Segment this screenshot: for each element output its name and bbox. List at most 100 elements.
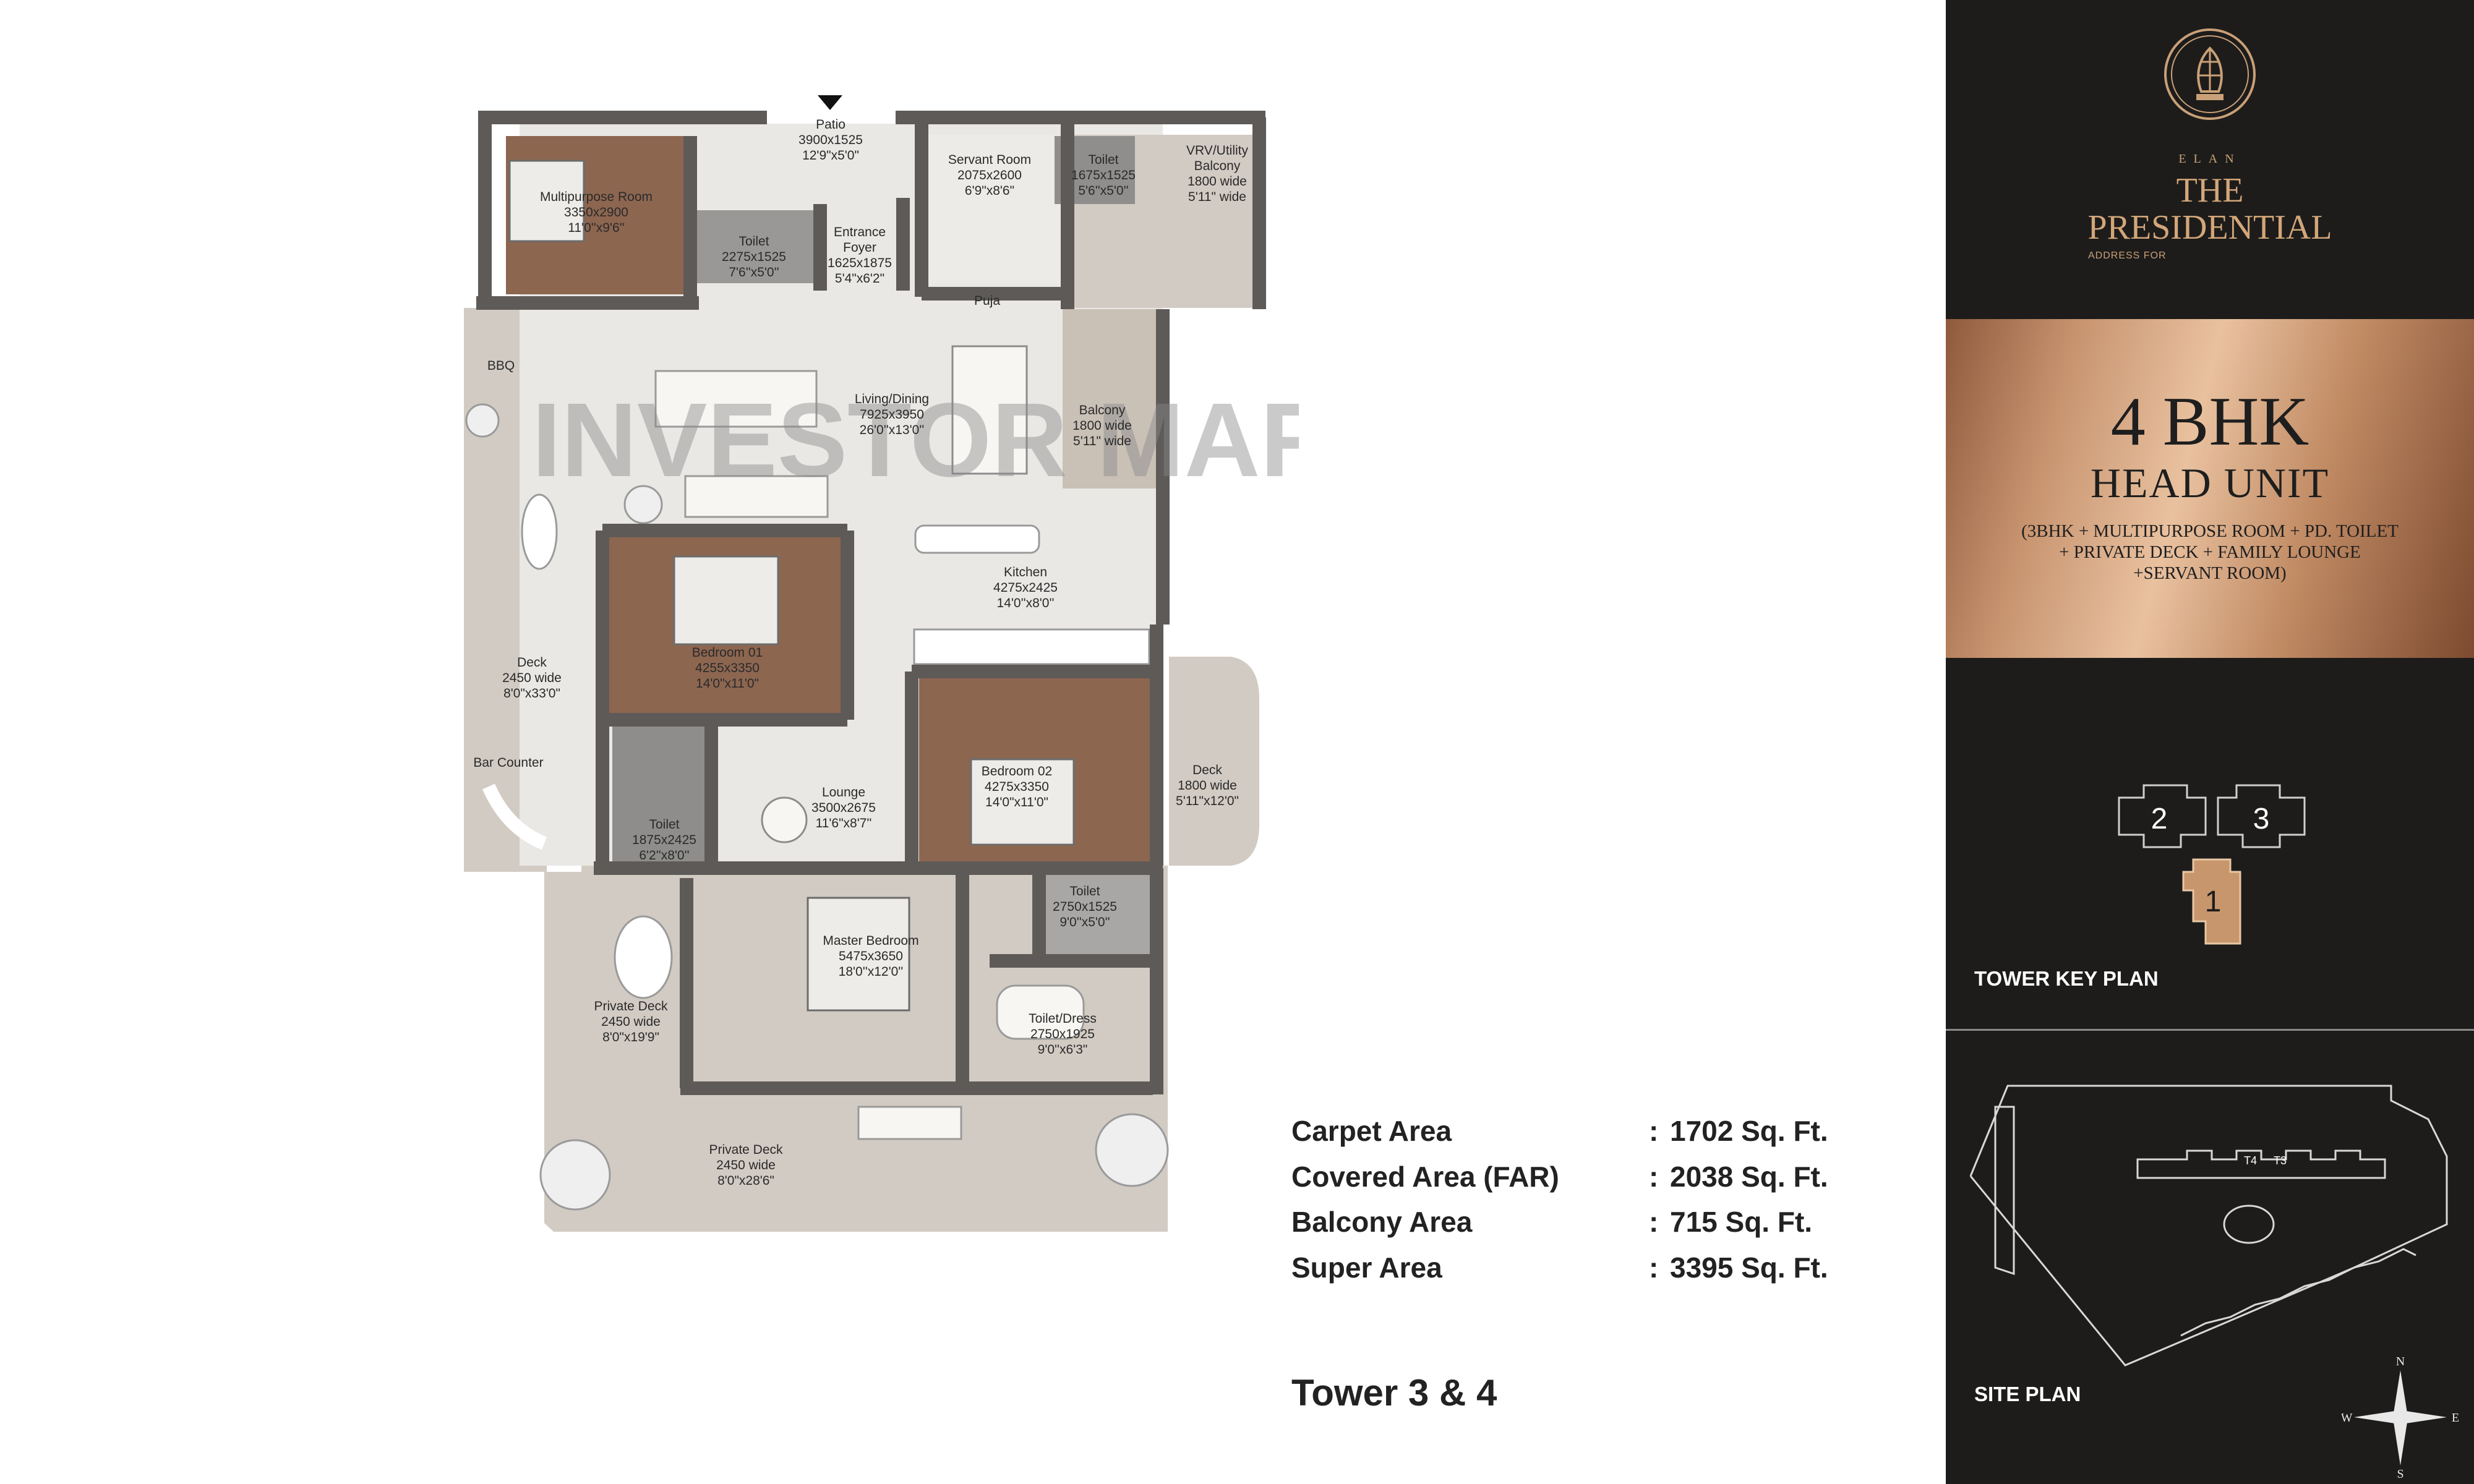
- bed-2: [970, 758, 1075, 846]
- toilet-mid-floor: [612, 723, 710, 863]
- tower-1-outline: [2182, 858, 2241, 945]
- toilet-top-floor: [691, 210, 818, 283]
- bathtub: [996, 984, 1085, 1040]
- dining-table: [951, 345, 1028, 475]
- balcony-floor: [1063, 309, 1163, 488]
- room-label-line: Balcony: [1194, 159, 1241, 173]
- area-colon: :: [1649, 1252, 1659, 1284]
- room-label-line: Toilet: [1088, 153, 1118, 167]
- room-label-line: 14'0"x11'0": [985, 795, 1048, 809]
- room-label-line: 5'11" wide: [1073, 434, 1131, 448]
- area-label: Covered Area (FAR): [1291, 1161, 1559, 1193]
- room-label-line: VRV/Utility: [1186, 143, 1248, 158]
- room-label-line: 4275x3350: [985, 780, 1049, 794]
- brand-elan: ELAN: [2178, 152, 2241, 166]
- room-label-bbq: BBQ: [487, 359, 515, 373]
- room-label-line: 14'0''x8'0'': [997, 596, 1055, 610]
- room-label-line: 3500x2675: [811, 801, 876, 815]
- room-label-line: 2750x1525: [1053, 900, 1117, 914]
- room-label-line: 9'0''x5'0'': [1059, 915, 1110, 929]
- area-label: Super Area: [1291, 1252, 1442, 1284]
- servant-floor: [922, 135, 1068, 283]
- room-label-line: 5'11"x12'0": [1176, 794, 1239, 808]
- deck-right-shape: [1169, 657, 1259, 866]
- room-label-line: Balcony: [1079, 403, 1126, 417]
- area-colon: :: [1649, 1161, 1659, 1193]
- entry-arrow-icon: [818, 95, 842, 110]
- room-label-line: Private Deck: [709, 1143, 783, 1157]
- room-label-line: Private Deck: [594, 999, 668, 1013]
- area-colon: :: [1649, 1206, 1659, 1238]
- site-tag-t3: T3: [2274, 1154, 2287, 1167]
- room-label-line: 8'0"x33'0": [503, 686, 560, 701]
- toilet-b2-floor: [1044, 868, 1155, 961]
- room-label-line: 1875x2425: [632, 833, 696, 847]
- compass-icon: N S E W: [2342, 1355, 2459, 1481]
- room-label-line: Foyer: [843, 241, 876, 255]
- tower-text: Tower 3 & 4: [1291, 1372, 1497, 1414]
- room-label-line: 1800 wide: [1188, 174, 1247, 189]
- room-label-bar: Bar Counter: [473, 756, 543, 770]
- compass-w: W: [2342, 1411, 2353, 1425]
- room-label-line: 4275x2425: [993, 581, 1058, 595]
- living-sofa: [654, 370, 818, 428]
- walls: [476, 111, 1266, 1095]
- room-label-line: 5'6''x5'0'': [1078, 184, 1128, 198]
- room-label-line: Deck: [517, 655, 547, 670]
- brand-title-line2: PRESIDENTIAL: [2087, 208, 2332, 247]
- compass-e: E: [2452, 1411, 2459, 1425]
- room-label-line: Entrance: [834, 225, 886, 239]
- room-label-line: 11'0''x9'6'': [568, 221, 624, 235]
- room-label-line: 8'0"x19'9": [602, 1030, 659, 1044]
- room-label-line: Master Bedroom: [823, 934, 918, 948]
- deck-area: [464, 308, 1168, 1232]
- unit-description: (3BHK + MULTIPURPOSE ROOM + PD. TOILET +…: [1983, 521, 2437, 584]
- bed-1: [673, 555, 779, 646]
- area-label: Carpet Area: [1291, 1115, 1452, 1147]
- room-label-line: 7925x3950: [860, 407, 924, 422]
- brand-title: THE PRESIDENTIAL: [1946, 172, 2474, 246]
- unit-type: 4 BHK: [2110, 383, 2309, 460]
- room-label-line: 7'6''x5'0'': [729, 265, 779, 279]
- brand-title-line1: THE: [2176, 171, 2244, 210]
- area-value: 3395 Sq. Ft.: [1670, 1252, 1828, 1284]
- private-deck-sofa: [857, 1106, 962, 1140]
- room-label-line: 5'11" wide: [1188, 190, 1246, 204]
- tower-key-plan-label: TOWER KEY PLAN: [1974, 967, 2159, 990]
- brand-logo-icon: [2164, 28, 2256, 120]
- bed-master: [807, 897, 910, 1012]
- room-label-line: Bar Counter: [473, 756, 543, 770]
- unit-desc-line: +SERVANT ROOM): [2133, 563, 2287, 583]
- plant: [539, 1139, 611, 1211]
- plant: [1095, 1113, 1169, 1187]
- room-label-line: Toilet: [1069, 884, 1100, 898]
- room-label-line: Toilet: [649, 817, 679, 832]
- room-label-line: 3900x1525: [798, 133, 863, 147]
- plant: [465, 403, 500, 438]
- room-label-line: Deck: [1192, 763, 1222, 777]
- unit-band: [1946, 319, 2474, 658]
- compass-n: N: [2396, 1355, 2405, 1368]
- room-label-line: BBQ: [487, 359, 515, 373]
- compass-s: S: [2397, 1467, 2403, 1481]
- room-label-line: 2750x1925: [1030, 1027, 1095, 1041]
- room-label-line: Servant Room: [948, 153, 1031, 167]
- area-value: 1702 Sq. Ft.: [1670, 1115, 1828, 1147]
- room-label-puja: Puja: [974, 294, 1000, 308]
- room-label-line: 1625x1875: [828, 256, 892, 270]
- bar-counter-shape: [482, 783, 547, 850]
